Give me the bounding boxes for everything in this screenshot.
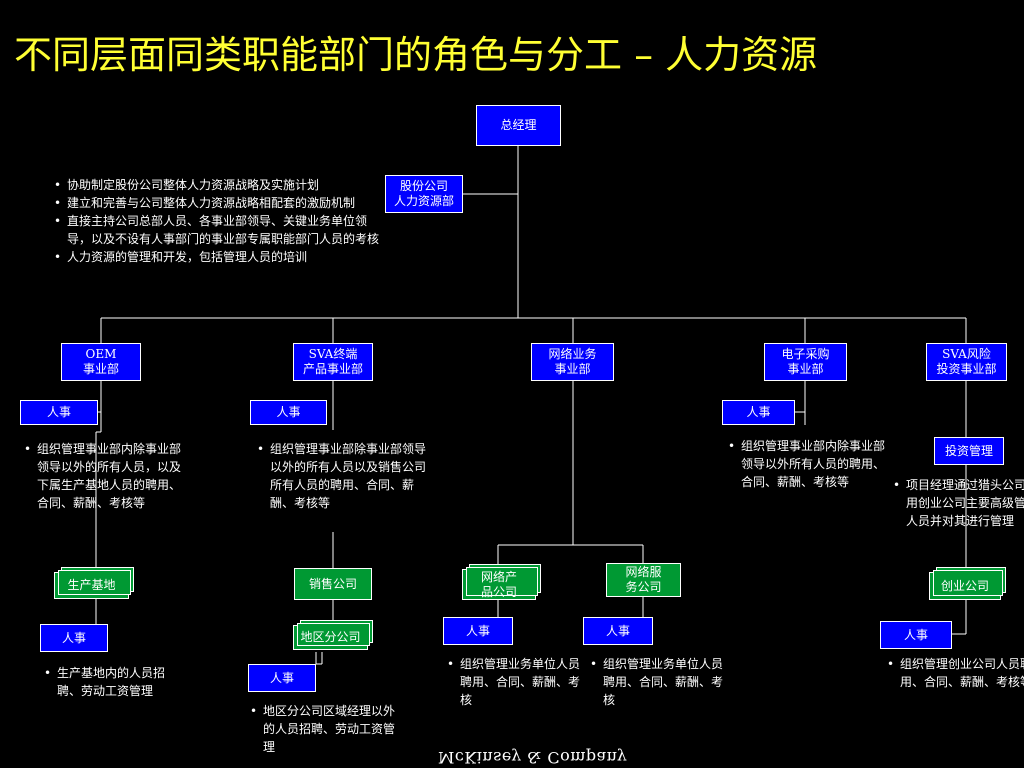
network-service-notes: 组织管理业务单位人员聘用、合同、薪酬、考核 (589, 655, 727, 709)
note-item: 协助制定股份公司整体人力资源战略及实施计划 (54, 176, 385, 194)
eprocurement-notes: 组织管理事业部内除事业部领导以外所有人员的聘用、合同、薪酬、考核等 (727, 437, 889, 491)
note-item: 项目经理通过猎头公司聘用创业公司主要高级管理人员并对其进行管理 (893, 476, 1024, 530)
regional-branch-notes: 地区分公司区域经理以外的人员招聘、劳动工资管理 (249, 702, 405, 756)
note-item: 组织管理创业公司人员聘用、合同、薪酬、考核等 (887, 655, 1024, 691)
startup-company-box: 创业公司 (929, 567, 1006, 600)
hq-hr-dept-box: 股份公司 人力资源部 (385, 175, 463, 213)
regional-branch-box: 地区分公司 (293, 620, 373, 650)
oem-division-box: OEM 事业部 (61, 343, 141, 381)
note-item: 组织管理业务单位人员聘用、合同、薪酬、考核 (590, 655, 727, 709)
note-item: 组织管理事业部内除事业部领导以外所有人员的聘用、合同、薪酬、考核等 (728, 437, 889, 491)
network-service-company-box: 网络服 务公司 (606, 563, 681, 597)
hr-box-startup: 人事 (880, 621, 952, 649)
note-item: 人力资源的管理和开发，包括管理人员的培训 (54, 248, 385, 266)
sva-vc-division-box: SVA风险 投资事业部 (926, 343, 1007, 381)
general-manager-box: 总经理 (476, 105, 561, 146)
eprocurement-division-box: 电子采购 事业部 (764, 343, 847, 381)
hr-box-eprocurement: 人事 (722, 400, 795, 425)
hr-box-network-product: 人事 (443, 617, 513, 645)
note-item: 组织管理事业部除事业部领导以外的所有人员以及销售公司所有人员的聘用、合同、薪酬、… (257, 440, 426, 512)
page-title: 不同层面同类职能部门的角色与分工 – 人力资源 (14, 33, 818, 77)
note-item: 直接主持公司总部人员、各事业部领导、关键业务单位领导，以及不设有人事部门的事业部… (54, 212, 385, 248)
note-item: 地区分公司区域经理以外的人员招聘、劳动工资管理 (250, 702, 405, 756)
note-item: 组织管理业务单位人员聘用、合同、薪酬、考核 (447, 655, 584, 709)
mckinsey-footer: McKinsey & Company (438, 748, 628, 767)
production-base-box: 生产基地 (54, 567, 134, 599)
sales-company-box: 销售公司 (294, 568, 372, 600)
note-item: 生产基地内的人员招聘、劳动工资管理 (44, 664, 181, 700)
network-product-notes: 组织管理业务单位人员聘用、合同、薪酬、考核 (446, 655, 584, 709)
investment-mgmt-box: 投资管理 (934, 437, 1004, 465)
oem-notes: 组织管理事业部内除事业部领导以外的所有人员，以及下属生产基地人员的聘用、合同、薪… (23, 440, 189, 512)
hr-box-regional-branch: 人事 (248, 664, 316, 692)
hr-box-network-service: 人事 (583, 617, 653, 645)
hr-box-production-base: 人事 (40, 624, 108, 652)
hr-box-sva-terminal: 人事 (250, 400, 327, 425)
startup-notes: 组织管理创业公司人员聘用、合同、薪酬、考核等 (886, 655, 1024, 691)
network-division-box: 网络业务 事业部 (531, 343, 614, 381)
production-base-notes: 生产基地内的人员招聘、劳动工资管理 (43, 664, 181, 700)
sva-terminal-notes: 组织管理事业部除事业部领导以外的所有人员以及销售公司所有人员的聘用、合同、薪酬、… (256, 440, 426, 512)
note-item: 组织管理事业部内除事业部领导以外的所有人员，以及下属生产基地人员的聘用、合同、薪… (24, 440, 189, 512)
note-item: 建立和完善与公司整体人力资源战略相配套的激励机制 (54, 194, 385, 212)
sva-terminal-division-box: SVA终端 产品事业部 (293, 343, 373, 381)
vc-notes: 项目经理通过猎头公司聘用创业公司主要高级管理人员并对其进行管理 (892, 476, 1024, 530)
network-product-company-box: 网络产 品公司 (462, 564, 541, 600)
hr-box-oem: 人事 (20, 400, 98, 425)
hq-hr-notes: 协助制定股份公司整体人力资源战略及实施计划 建立和完善与公司整体人力资源战略相配… (53, 176, 385, 266)
